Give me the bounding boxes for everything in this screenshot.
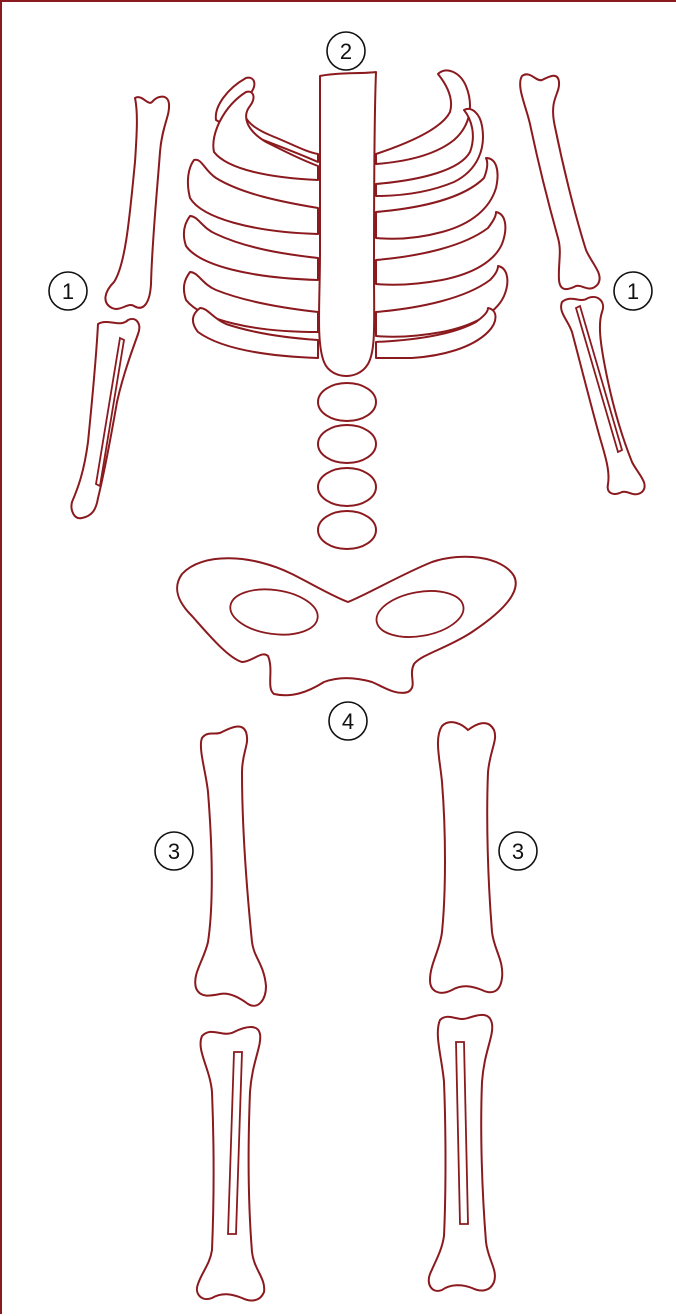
sternum — [319, 72, 376, 376]
ribcage — [184, 70, 507, 376]
right-upper-arm-bone — [520, 74, 600, 289]
vertebra-3 — [318, 468, 376, 506]
label-thigh-right: 3 — [499, 832, 537, 870]
right-rib-1 — [376, 70, 470, 164]
vertebra-2 — [318, 425, 376, 463]
label-thigh-right-text: 3 — [512, 839, 524, 864]
pelvis — [177, 557, 516, 696]
label-thigh-left: 3 — [155, 832, 193, 870]
label-ribcage: 2 — [327, 32, 365, 70]
vertebra-4 — [318, 511, 376, 549]
label-arm-right-text: 1 — [627, 279, 639, 304]
label-arm-left-text: 1 — [62, 279, 74, 304]
spine-vertebrae — [318, 383, 376, 549]
label-ribcage-text: 2 — [340, 39, 352, 64]
right-forearm-bone — [561, 297, 645, 494]
right-shin-bone — [429, 1015, 495, 1291]
label-pelvis: 4 — [329, 702, 367, 740]
right-rib-3 — [376, 158, 498, 239]
label-pelvis-text: 4 — [342, 709, 354, 734]
left-forearm-bone — [71, 319, 139, 518]
left-thigh-bone — [195, 727, 266, 1006]
label-thigh-left-text: 3 — [168, 839, 180, 864]
label-arm-right: 1 — [614, 272, 652, 310]
label-arm-left: 1 — [49, 272, 87, 310]
right-thigh-bone — [430, 722, 502, 993]
left-shin-bone — [197, 1027, 264, 1300]
left-upper-arm-bone — [105, 97, 169, 309]
vertebra-1 — [318, 383, 376, 421]
